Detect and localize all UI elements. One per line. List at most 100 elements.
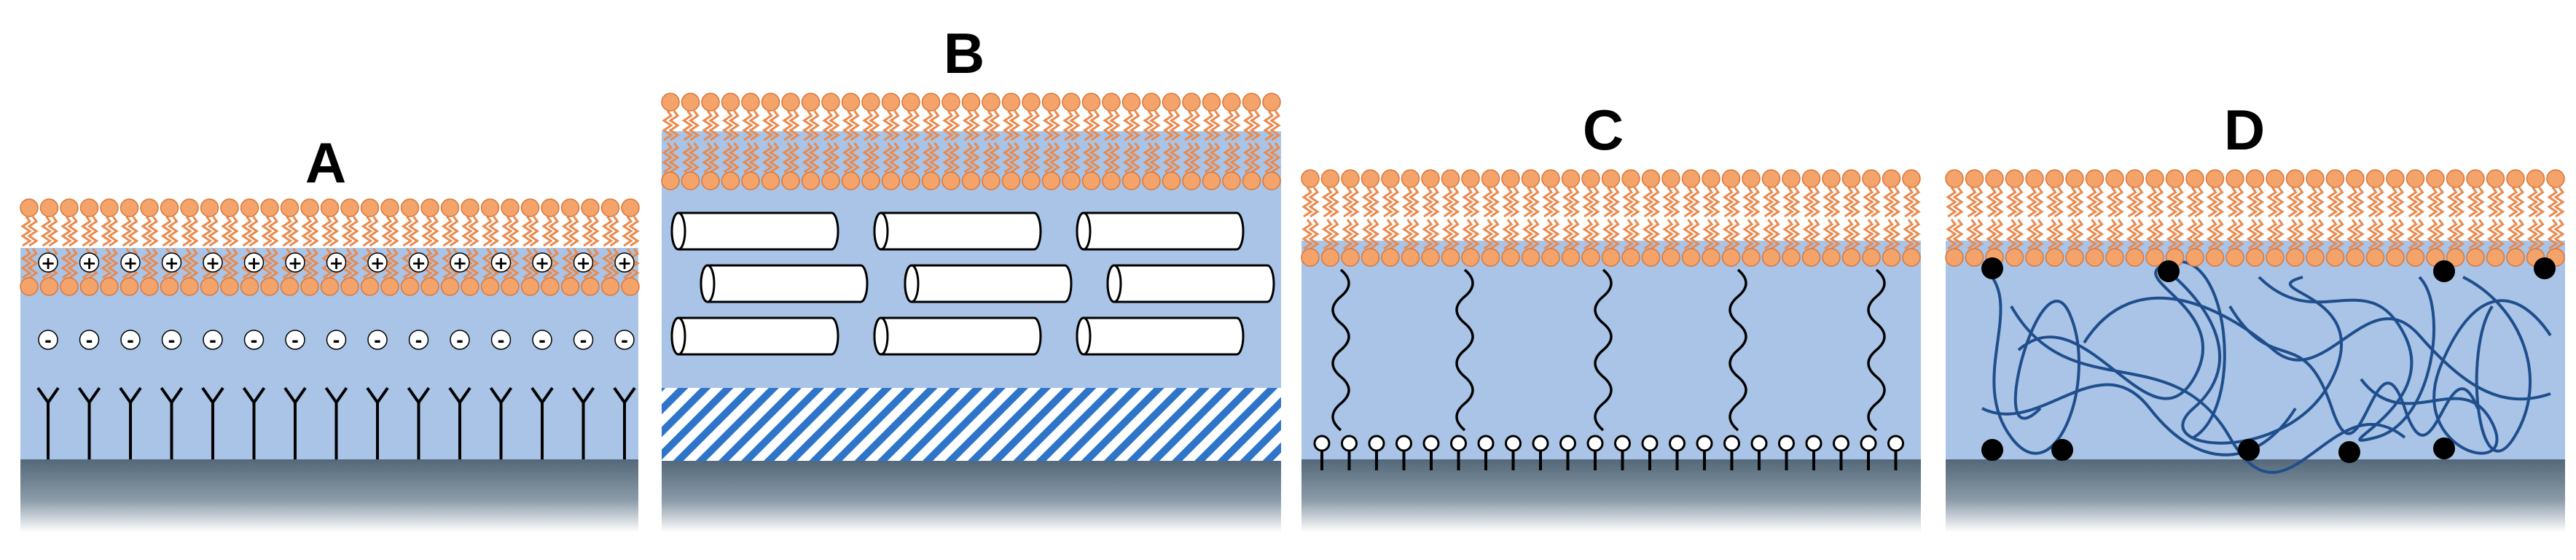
lipid-headgroup (480, 277, 500, 296)
lipid-tail (141, 248, 152, 279)
lipid-tail (2547, 219, 2559, 250)
lipid-headgroup (260, 198, 279, 217)
lipid-headgroup (180, 198, 199, 217)
lipid-headgroup (901, 171, 920, 190)
lipid-headgroup (1882, 248, 1901, 267)
lipid-tail (1642, 219, 1654, 250)
lipid-headgroup (1761, 169, 1781, 188)
negative-charge (79, 330, 100, 350)
lipid-headgroup (1822, 169, 1841, 188)
lipid-tail (1863, 187, 1874, 218)
polymer-chain (2083, 296, 2551, 401)
lipid-tail (2166, 219, 2178, 250)
lipid-tail (588, 216, 600, 247)
lipid-headgroup (1421, 169, 1440, 188)
lipid-tail (1202, 110, 1215, 141)
lipid-headgroup (440, 198, 460, 217)
lipid-tail (2113, 187, 2124, 218)
lipid-tail (421, 248, 433, 279)
lipid-tail (1749, 219, 1761, 250)
lipid-tail (1972, 187, 1984, 218)
lipid-tail (808, 142, 821, 174)
lipid-tail (1952, 187, 1964, 218)
lipid-tail (2012, 219, 2024, 250)
polymer-chain (2010, 306, 2406, 474)
positive-charge-sign: + (576, 253, 590, 273)
lipid-headgroup (1601, 169, 1621, 188)
lipid-tail (628, 216, 640, 247)
lipid-tail (949, 110, 960, 141)
panel-c-anchors (1313, 435, 1904, 470)
lipid-headgroup (2125, 248, 2145, 267)
lipid-tail (1702, 187, 1714, 218)
lipid-tail (2366, 219, 2379, 250)
crosslink-anchor (1981, 257, 2003, 279)
lipid-tail (1189, 110, 1201, 141)
lipid-headgroup (2365, 169, 2385, 188)
lipid-tail (862, 142, 874, 174)
lipid-tail (2473, 219, 2485, 250)
lipid-tail (2252, 187, 2265, 218)
lipid-tail (1742, 219, 1754, 250)
lipid-tail (2486, 219, 2499, 250)
lipid-headgroup (100, 198, 119, 217)
lipid-headgroup (921, 93, 941, 112)
lipid-headgroup (1320, 248, 1340, 267)
positive-charge (614, 252, 635, 273)
lipid-tail (468, 216, 479, 247)
lipid-tail (1842, 219, 1855, 250)
lipid-headgroup (1041, 93, 1061, 112)
lipid-tail (160, 216, 173, 247)
lipid-headgroup (420, 277, 439, 296)
lipid-tail (1749, 187, 1761, 218)
lipid-tail (2413, 187, 2425, 218)
lipid-headgroup (1421, 248, 1440, 267)
lipid-tail (1549, 187, 1560, 218)
lipid-headgroup (2446, 169, 2465, 188)
lipid-tail (501, 216, 513, 247)
panel-d: D (1945, 98, 2565, 532)
lipid-tail (1823, 219, 1834, 250)
lipid-headgroup (2205, 248, 2225, 267)
lipid-tail (1103, 142, 1114, 174)
lipid-headgroup (1902, 169, 1921, 188)
lipid-tail (1009, 110, 1021, 141)
lipid-tail (2066, 219, 2078, 250)
lipid-headgroup (721, 171, 740, 190)
positive-charge-sign: + (617, 253, 632, 273)
positive-charge (326, 252, 347, 273)
lipid-tail (2427, 219, 2438, 250)
lipid-tail (381, 248, 393, 279)
lipid-tail (1809, 187, 1821, 218)
lipid-tail (1002, 142, 1014, 174)
lipid-tail (1903, 219, 1914, 250)
rod (1076, 316, 1245, 356)
lipid-headgroup (2165, 169, 2185, 188)
lipid-headgroup (2306, 248, 2325, 267)
lipid-headgroup (1581, 248, 1600, 267)
lipid-headgroup (621, 198, 640, 217)
lipid-tail (1321, 219, 1334, 250)
lipid-tail (120, 216, 133, 247)
lipid-tail (1468, 187, 1480, 218)
rod-end (1076, 211, 1092, 251)
lipid-tail (1629, 187, 1640, 218)
y-anchor (448, 386, 471, 459)
lipid-headgroup (300, 277, 319, 296)
lipid-tail (1568, 187, 1581, 218)
lipid-headgroup (2546, 169, 2565, 188)
lipid-headgroup (2285, 169, 2305, 188)
anchor-head (1341, 435, 1358, 452)
lipid-headgroup (841, 93, 861, 112)
panel-c-tethers (1331, 268, 1886, 432)
lipid-tail (1549, 219, 1560, 250)
lipid-tail (842, 142, 854, 174)
crosslink-anchor (2433, 438, 2455, 459)
lipid-headgroup (280, 277, 300, 296)
lipid-tail (1301, 187, 1313, 218)
lipid-tail (1582, 219, 1594, 250)
lipid-headgroup (1561, 248, 1581, 267)
lipid-tail (67, 216, 79, 247)
lipid-headgroup (1541, 169, 1560, 188)
lipid-headgroup (2245, 248, 2265, 267)
